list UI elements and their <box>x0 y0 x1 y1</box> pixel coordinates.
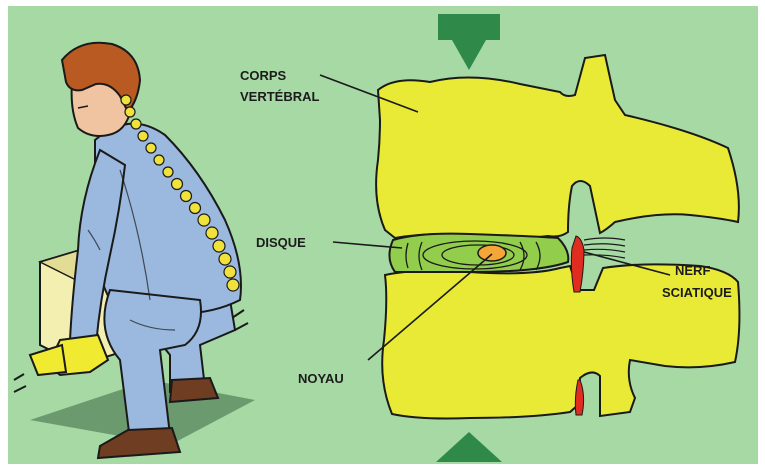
label-noyau: NOYAU <box>298 371 344 386</box>
label-corps-line2: VERTÉBRAL <box>240 89 320 104</box>
label-nerf-line1: NERF <box>675 263 710 278</box>
disc-nucleus <box>478 245 506 261</box>
label-disque: DISQUE <box>256 235 306 250</box>
boot-back <box>170 378 218 402</box>
label-nerf-line2: SCIATIQUE <box>662 285 732 300</box>
label-corps-line1: CORPS <box>240 68 287 83</box>
